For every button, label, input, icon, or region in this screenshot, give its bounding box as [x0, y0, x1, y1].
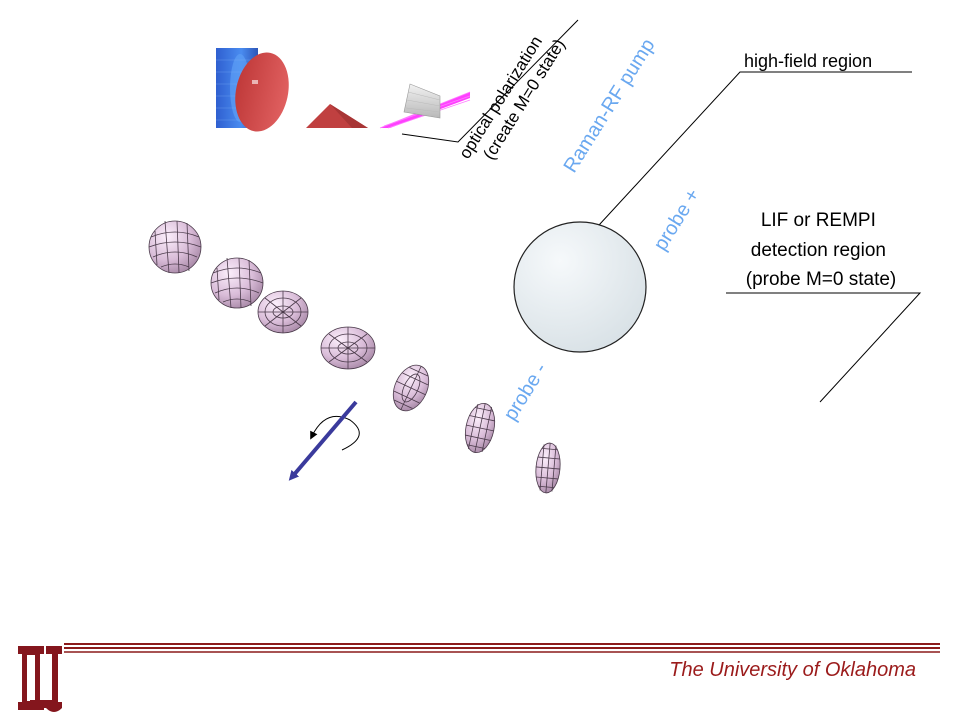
optics-group — [216, 48, 471, 132]
ou-logo-icon — [18, 646, 62, 712]
university-name: The University of Oklahoma — [669, 659, 916, 681]
ellipsoid-2 — [210, 257, 264, 309]
optical-polarization-label: optical polarization (create M=0 state) — [455, 24, 569, 173]
footer-rule — [64, 643, 940, 653]
detection-region-circle — [513, 221, 647, 353]
ellipsoid-4 — [320, 326, 376, 370]
probe-plus-label: probe + — [650, 185, 705, 255]
high-field-leader-arrow — [573, 71, 912, 253]
optical-leader-line — [401, 19, 579, 143]
ellipsoid-6 — [464, 402, 496, 454]
beam-direction-arrow — [288, 400, 358, 481]
red-lens-icon — [235, 52, 289, 132]
orientation-ellipsoids — [148, 220, 561, 494]
probe-minus-label: probe - — [500, 359, 552, 424]
ellipsoid-1 — [148, 220, 202, 274]
prism-icon — [306, 104, 368, 128]
lif-leader-line — [726, 292, 922, 403]
rotation-arrow — [310, 416, 360, 451]
ellipsoid-5 — [392, 364, 430, 412]
high-field-region-label: high-field region — [744, 51, 872, 71]
raman-rf-pump-label: Raman-RF pump — [560, 35, 660, 177]
ellipsoid-7 — [535, 442, 561, 494]
lif-detection-label: LIF or REMPI detection region (probe M=0… — [746, 210, 897, 290]
ellipsoid-3 — [257, 290, 309, 334]
polarizer-plate-icon — [379, 83, 471, 129]
